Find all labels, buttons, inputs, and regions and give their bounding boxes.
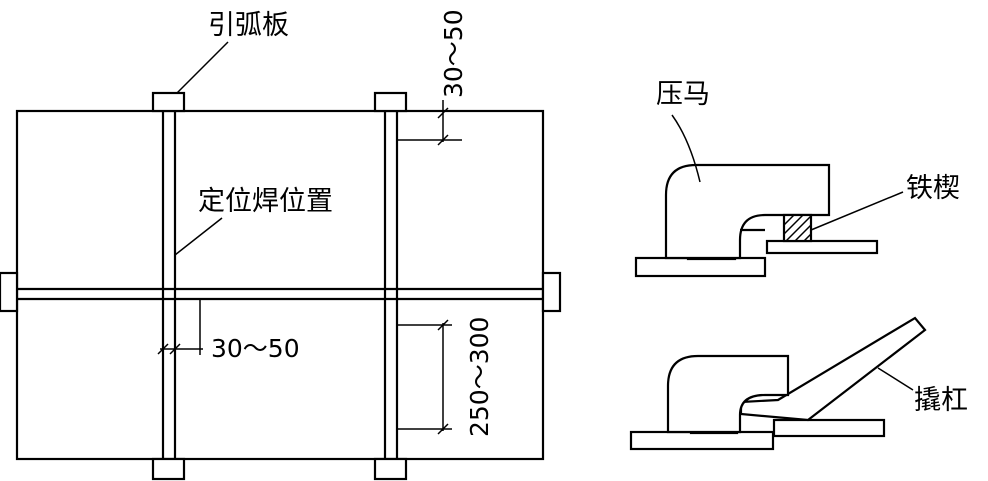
arc-plate-top-right [373, 91, 408, 113]
dimension-tack-spacing: 250～300 [397, 317, 494, 437]
clamp-label: 压马 [656, 79, 710, 110]
tack-weld-position-label: 定位焊位置 [198, 186, 333, 217]
base-plate-lower-right [772, 418, 886, 438]
dimension-top-gap: 30～50 [397, 9, 468, 146]
iron-wedge-leader [810, 191, 904, 231]
crowbar-label: 撬杠 [914, 385, 968, 416]
arc-plate-left [0, 271, 19, 313]
base-plate-lower-left [629, 430, 775, 451]
iron-wedge [782, 213, 813, 243]
iron-wedge-label: 铁楔 [906, 173, 960, 204]
tack-weld-leader [174, 217, 223, 256]
arc-plate-right [541, 271, 562, 313]
plate-assembly: 引弧板 定位焊位置 30～50 30～50 250～300 [0, 9, 562, 481]
arc-plate-leader [176, 41, 229, 94]
base-plate-left [634, 256, 767, 278]
base-plate-right [765, 239, 879, 255]
arc-plate-bottom-right [373, 457, 408, 481]
clamp-body-bottom [666, 354, 790, 434]
clamp-crowbar-detail: 撬杠 [629, 316, 968, 451]
clamp-leader [671, 114, 701, 183]
dimension-vertical-weld-gap-text: 30～50 [211, 334, 300, 363]
arc-plate-bottom-left [151, 457, 186, 481]
arc-plate-label: 引弧板 [208, 10, 289, 41]
dimension-tack-spacing-text: 250～300 [465, 317, 494, 437]
clamp-wedge-detail: 压马 铁楔 [634, 79, 960, 278]
dimension-vertical-weld-gap: 30～50 [157, 299, 300, 363]
arc-plate-top-left [151, 91, 186, 113]
dimension-top-gap-text: 30～50 [439, 9, 468, 98]
crowbar-leader [877, 367, 914, 391]
clamp-body-top [664, 163, 831, 260]
